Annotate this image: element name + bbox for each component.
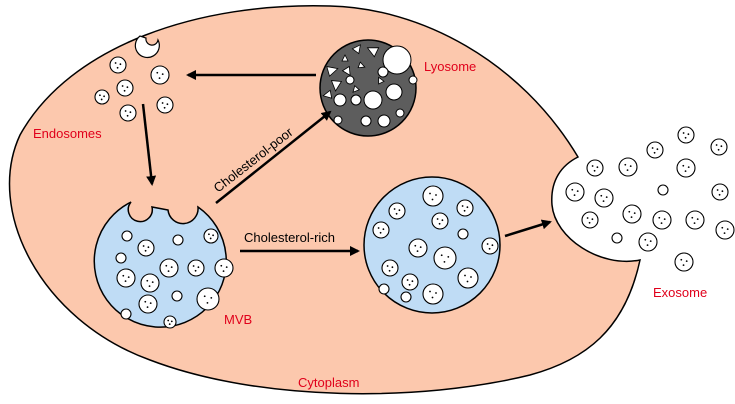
exosome-vesicle	[622, 204, 642, 224]
mvb	[93, 201, 234, 329]
rich-vesicle	[381, 259, 399, 277]
mvb-vesicle	[171, 290, 183, 302]
exosome-vesicle	[618, 157, 638, 177]
rich-vesicle	[457, 267, 479, 289]
endosome	[150, 65, 170, 85]
exosome-vesicle	[711, 183, 729, 201]
mvb-vesicle	[196, 287, 220, 311]
lysosome-vesicle	[350, 94, 362, 106]
rich-vesicle	[401, 273, 419, 291]
lysosome-vesicle	[333, 93, 347, 107]
exosome-vesicle	[594, 188, 614, 208]
lysosome-debris	[341, 54, 349, 62]
rich-vesicle	[372, 221, 390, 239]
label-lysosome: Lyosome	[424, 59, 476, 74]
label-exosome: Exosome	[653, 285, 707, 300]
mvb-vesicle	[187, 259, 205, 277]
arrow-rich-to-exosome	[504, 219, 552, 238]
exosome-vesicle	[581, 211, 599, 229]
arrow-mvb-to-lysosome	[215, 110, 332, 204]
exosome-vesicle	[710, 138, 728, 156]
lysosome-debris	[357, 61, 366, 69]
mvb-vesicle	[120, 308, 132, 320]
exosome-vesicle	[565, 182, 585, 202]
mvb-vesicle	[121, 230, 133, 242]
exosome-vesicle	[677, 126, 695, 144]
lysosome-vesicle	[363, 90, 383, 110]
mvb-vesicle	[203, 228, 219, 244]
rich-vesicle	[431, 212, 449, 230]
rich-vesicle	[457, 228, 469, 240]
rich-vesicle	[422, 283, 444, 305]
label-endosomes: Endosomes	[33, 126, 102, 141]
label-cytoplasm: Cytoplasm	[298, 375, 359, 390]
rich-vesicle	[388, 202, 406, 220]
exosome-vesicle	[652, 210, 672, 230]
rich-vesicle	[433, 246, 457, 270]
endosome	[119, 104, 137, 122]
endosome	[156, 96, 174, 114]
lysosome-debris	[341, 65, 351, 77]
exosome-vesicle	[638, 232, 658, 252]
mvb-vesicle	[137, 239, 155, 257]
exosome-cluster	[565, 126, 735, 272]
exosome-vesicle	[674, 252, 694, 272]
mvb-vesicle	[115, 252, 127, 264]
mvb-vesicle	[140, 273, 160, 293]
endosome	[109, 56, 127, 74]
lysosome-vesicle	[408, 75, 418, 85]
exosome-vesicle	[715, 220, 735, 240]
lysosome-vesicle	[360, 115, 372, 127]
lysosome-vesicle	[377, 114, 391, 128]
endosome	[94, 89, 110, 105]
lysosome-debris	[352, 85, 360, 93]
mvb-vesicle	[116, 268, 136, 288]
arrow-endosomes-to-mvb	[141, 103, 157, 186]
exosome-vesicle	[586, 159, 604, 177]
exosome-vesicle	[676, 158, 696, 178]
mvb-vesicle	[138, 294, 158, 314]
exosome-vesicle	[685, 210, 705, 230]
mvb-vesicle	[163, 315, 177, 329]
mvb-vesicle	[172, 234, 184, 246]
cholesterol-rich-mvb	[363, 176, 501, 314]
rich-vesicle	[400, 291, 412, 303]
rich-vesicle	[378, 283, 390, 295]
lysosome-debris	[351, 44, 361, 55]
lysosome-vesicle	[395, 108, 405, 118]
lysosome-debris	[378, 76, 385, 85]
exosome-vesicle	[646, 141, 664, 159]
exosome-vesicle	[657, 184, 669, 196]
lysosome-debris	[366, 47, 380, 58]
label-cholesterol-rich: Cholesterol-rich	[244, 230, 335, 245]
lysosome-vesicle	[382, 45, 412, 75]
rich-vesicle	[408, 238, 428, 258]
lysosome-debris	[330, 80, 343, 92]
lysosome-debris	[322, 89, 333, 99]
label-mvb: MVB	[224, 312, 252, 327]
lysosome-vesicle	[333, 115, 343, 125]
endosome-cluster	[94, 35, 174, 122]
lysosome-vesicle	[377, 66, 389, 78]
mvb-vesicle	[214, 258, 234, 278]
endosome	[116, 79, 134, 97]
mvb-vesicle	[159, 258, 179, 278]
budding-endosome	[134, 35, 160, 59]
lysosome-debris	[326, 66, 339, 77]
lysosome-vesicle	[345, 75, 355, 85]
rich-vesicle	[422, 185, 444, 207]
exosome-vesicle	[611, 232, 623, 244]
lysosome-vesicle	[385, 83, 403, 101]
rich-vesicle	[481, 237, 499, 255]
lysosome	[319, 39, 418, 137]
cytoplasm-body	[8, 5, 641, 395]
rich-vesicle	[456, 199, 474, 217]
